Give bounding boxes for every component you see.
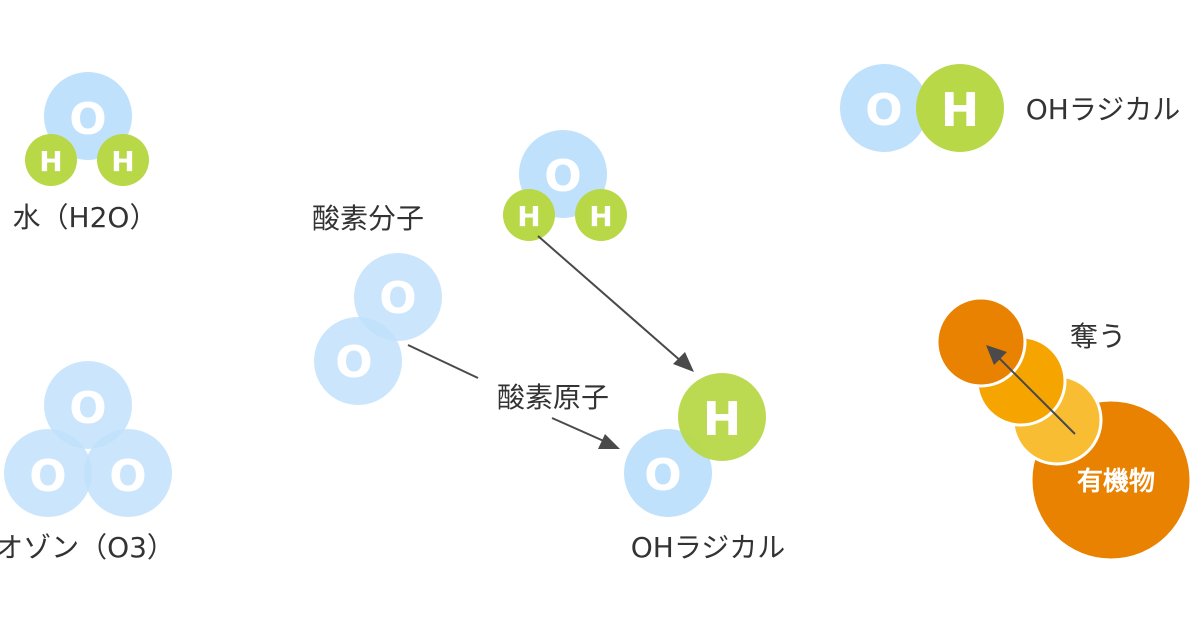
center-oh-oxygen-atom: [624, 429, 712, 517]
organic-matter-label: 有機物: [1077, 467, 1155, 497]
oxygen-atom-label: 酸素原子: [497, 381, 609, 414]
ozone-oxygen-atom-right: [84, 429, 172, 517]
center-oh-oxygen-letter: O: [644, 450, 681, 501]
oxygen-arrow-line-end: [551, 417, 607, 443]
steal-label: 奪う: [1070, 320, 1126, 353]
ozone-oxygen-atom-top: [44, 361, 132, 449]
center-water-oxygen-letter: O: [544, 151, 581, 202]
center-oh-radical: O H: [624, 373, 766, 517]
legend-oh-radical: O H: [840, 64, 1004, 152]
center-oh-hydrogen-letter: H: [703, 392, 742, 446]
center-water-hydrogen-atom-left: [503, 189, 555, 241]
ozone-oxygen-letter-right: O: [109, 451, 146, 502]
legend-oh-hydrogen-letter: H: [941, 83, 980, 137]
water-hydrogen-atom-right: [97, 134, 149, 186]
oxygen-molecule-atom-lower: [314, 317, 402, 405]
center-water-hydrogen-letter-left: H: [517, 200, 540, 233]
water-hydrogen-letter-right: H: [111, 145, 134, 178]
oxygen-molecule-letter-lower: O: [335, 337, 372, 388]
ozone-molecule: O O O: [4, 361, 172, 517]
center-water-hydrogen-letter-right: H: [589, 200, 612, 233]
legend-oh-oxygen-letter: O: [865, 85, 902, 136]
oxygen-arrow-line-start: [407, 344, 479, 379]
oxygen-molecule: O O: [314, 253, 442, 405]
ozone-label: オゾン（O3）: [0, 531, 175, 564]
ozone-oxygen-letter-left: O: [29, 451, 66, 502]
organic-matter-group: 有機物: [935, 296, 1193, 562]
ozone-oxygen-atom-left: [4, 429, 92, 517]
center-water-hydrogen-atom-right: [575, 189, 627, 241]
center-oh-radical-label: OHラジカル: [631, 531, 786, 564]
oxygen-molecule-label: 酸素分子: [312, 202, 424, 235]
water-molecule: O H H: [25, 72, 149, 186]
hydrogen-arrow-line: [537, 235, 683, 363]
center-water-molecule: O H H: [503, 130, 627, 241]
water-hydrogen-letter-left: H: [39, 145, 62, 178]
water-label: 水（H2O）: [13, 201, 158, 234]
legend-oh-hydrogen-atom: [916, 64, 1004, 152]
organic-fragment-dark: [935, 296, 1027, 388]
oxygen-molecule-atom-upper: [354, 253, 442, 341]
oxygen-molecule-letter-upper: O: [379, 273, 416, 324]
oxygen-arrow-head: [598, 434, 620, 449]
ozone-oxygen-letter-top: O: [69, 383, 106, 434]
steal-arrow-head: [986, 345, 1007, 365]
water-oxygen-letter: O: [69, 94, 106, 145]
center-oh-hydrogen-atom: [678, 373, 766, 461]
steal-arrow-line: [996, 355, 1076, 435]
hydrogen-arrow-head: [673, 352, 694, 372]
legend-oh-oxygen-atom: [840, 64, 928, 152]
water-hydrogen-atom-left: [25, 134, 77, 186]
legend-oh-radical-label: OHラジカル: [1026, 93, 1181, 126]
